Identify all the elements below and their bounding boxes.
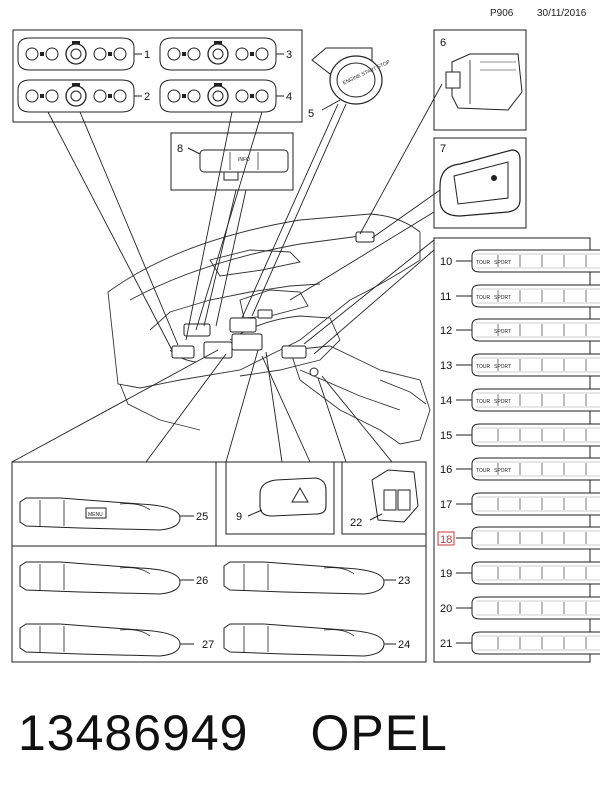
- strip-18: [471, 526, 600, 550]
- callout-2: 2: [144, 91, 150, 103]
- diagram-date: 30/11/2016: [537, 8, 587, 19]
- callout-17: 17: [440, 499, 452, 511]
- callout-16: 16: [440, 464, 452, 476]
- stalks-frame: [11, 461, 427, 663]
- callout-5: 5: [308, 108, 314, 120]
- part-4-climate-panel: [159, 79, 277, 113]
- strip-10: TOUR SPORT: [471, 249, 600, 273]
- callout-3: 3: [286, 49, 292, 61]
- climate-panels-frame: [12, 29, 303, 123]
- info-label: INFO: [238, 157, 250, 163]
- part-9-hazard-switch: [259, 477, 327, 517]
- callout-9: 9: [236, 511, 242, 523]
- callout-26: 26: [196, 575, 208, 587]
- callout-21: 21: [440, 638, 452, 650]
- svg-text:SPORT: SPORT: [494, 468, 511, 474]
- callout-27: 27: [202, 639, 214, 651]
- strip-20: [471, 596, 600, 620]
- svg-text:SPORT: SPORT: [494, 260, 511, 266]
- part-3-climate-panel: [159, 37, 277, 71]
- callout-8: 8: [177, 143, 183, 155]
- callout-15: 15: [440, 430, 452, 442]
- strip-13: TOUR SPORT: [471, 353, 600, 377]
- dashboard-illustration: [107, 213, 431, 445]
- callout-25: 25: [196, 511, 208, 523]
- part-23-stalk: [223, 561, 385, 595]
- callout-18-highlight-box: [437, 531, 455, 546]
- brand-name: OPEL: [310, 705, 448, 761]
- strip-12: SPORT: [471, 318, 600, 342]
- svg-text:TOUR: TOUR: [476, 468, 490, 474]
- part-22-switch-block: [371, 469, 419, 523]
- leader-lines: [11, 83, 443, 662]
- strip-17: [471, 492, 600, 516]
- callout-1: 1: [144, 49, 150, 61]
- menu-label: MENU: [88, 512, 103, 518]
- callout-13: 13: [440, 360, 452, 372]
- callout-19: 19: [440, 568, 452, 580]
- part-7-frame: [433, 137, 527, 229]
- callout-14: 14: [440, 395, 452, 407]
- callout-4: 4: [286, 91, 292, 103]
- callout-10: 10: [440, 256, 452, 268]
- part-27-stalk: [19, 623, 181, 657]
- svg-text:TOUR: TOUR: [476, 295, 490, 301]
- svg-text:TOUR: TOUR: [476, 364, 490, 370]
- callout-18: 18: [440, 534, 452, 546]
- part-5-start-stop-button: ENGINE START STOP: [311, 47, 392, 105]
- callout-6: 6: [440, 37, 446, 49]
- strip-11: TOUR SPORT: [471, 284, 600, 308]
- part-8-switch-panel: INFO: [199, 149, 289, 181]
- callout-12: 12: [440, 325, 452, 337]
- svg-text:SPORT: SPORT: [494, 399, 511, 405]
- strip-19: [471, 561, 600, 585]
- svg-text:TOUR: TOUR: [476, 260, 490, 266]
- part-24-stalk: [223, 623, 385, 657]
- strip-15: [471, 423, 600, 447]
- svg-text:SPORT: SPORT: [494, 329, 511, 335]
- part-number: 13486949: [18, 705, 249, 761]
- part-1-climate-panel: [17, 37, 135, 71]
- svg-text:SPORT: SPORT: [494, 295, 511, 301]
- part-2-climate-panel: [17, 79, 135, 113]
- part-26-stalk: [19, 561, 181, 595]
- strip-14: TOUR SPORT: [471, 388, 600, 412]
- strip-21: [471, 631, 600, 655]
- callout-22: 22: [350, 517, 362, 529]
- callout-11: 11: [440, 291, 451, 303]
- callout-24: 24: [398, 639, 410, 651]
- callout-23: 23: [398, 575, 410, 587]
- svg-text:SPORT: SPORT: [494, 364, 511, 370]
- drive-mode-strips-frame: [433, 237, 591, 663]
- part-25-stalk: MENU: [19, 497, 181, 531]
- part-7-switch: [439, 149, 521, 217]
- part-6-switch-module: [445, 53, 523, 111]
- part-6-frame: [433, 29, 527, 131]
- part-8-frame: [170, 132, 294, 191]
- diagram-code: P906: [490, 8, 514, 19]
- callout-7: 7: [440, 143, 446, 155]
- callout-20: 20: [440, 603, 452, 615]
- part-footer: 13486949 OPEL: [18, 704, 448, 762]
- strip-16: TOUR SPORT: [471, 457, 600, 481]
- svg-text:TOUR: TOUR: [476, 399, 490, 405]
- dash-switch-blocks: [171, 231, 375, 377]
